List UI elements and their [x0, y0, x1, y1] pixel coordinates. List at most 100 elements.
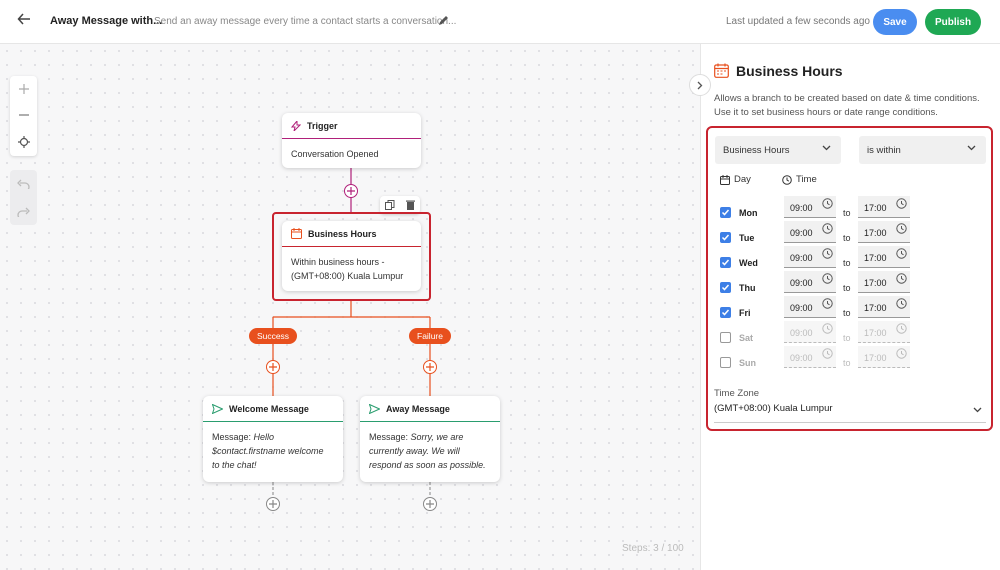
- clock-icon: [896, 348, 907, 359]
- checkmark-icon: [721, 259, 730, 266]
- chevron-down-icon: [822, 145, 831, 151]
- start-time-field[interactable]: 09:00: [784, 271, 836, 293]
- send-icon: [212, 403, 223, 414]
- start-time-field[interactable]: 09:00: [784, 196, 836, 218]
- back-arrow-icon[interactable]: [14, 12, 34, 32]
- zoom-in-icon[interactable]: [10, 76, 37, 102]
- trigger-node[interactable]: Trigger Conversation Opened: [282, 113, 421, 168]
- calendar-icon: [714, 63, 729, 81]
- start-time-field[interactable]: 09:00: [784, 296, 836, 318]
- away-message-node[interactable]: Away Message Message: Sorry, we are curr…: [360, 396, 500, 482]
- timezone-label: Time Zone: [714, 388, 760, 399]
- end-time-value: 17:00: [864, 203, 887, 213]
- zoom-out-icon[interactable]: [10, 102, 37, 128]
- end-time-value: 17:00: [864, 353, 887, 363]
- history-controls: [10, 170, 37, 225]
- day-checkbox[interactable]: [720, 307, 731, 318]
- timezone-select[interactable]: (GMT+08:00) Kuala Lumpur: [714, 403, 986, 423]
- day-checkbox[interactable]: [720, 232, 731, 243]
- day-checkbox[interactable]: [720, 332, 731, 343]
- day-label: Thu: [739, 283, 756, 293]
- time-column-header: Time: [782, 174, 817, 185]
- pencil-icon[interactable]: [438, 14, 452, 28]
- day-column-header: Day: [720, 174, 751, 185]
- day-checkbox[interactable]: [720, 357, 731, 368]
- end-time-field[interactable]: 17:00: [858, 196, 910, 218]
- chevron-down-icon: [973, 407, 982, 413]
- day-checkbox[interactable]: [720, 282, 731, 293]
- end-time-value: 17:00: [864, 278, 887, 288]
- trigger-body: Conversation Opened: [291, 149, 379, 159]
- node-toolbar: [380, 196, 420, 214]
- operator-value: is within: [867, 144, 901, 156]
- add-step-plus-icon[interactable]: [423, 360, 437, 374]
- end-time-field[interactable]: 17:00: [858, 271, 910, 293]
- steps-counter: Steps: 3 / 100: [622, 543, 684, 554]
- message-prefix: Message:: [369, 432, 411, 442]
- clock-icon: [896, 198, 907, 209]
- end-time-field[interactable]: 17:00: [858, 296, 910, 318]
- business-hours-node[interactable]: Business Hours Within business hours - (…: [282, 221, 421, 291]
- panel-description: Allows a branch to be created based on d…: [714, 93, 980, 118]
- end-time-field[interactable]: 17:00: [858, 346, 910, 368]
- end-time-field[interactable]: 17:00: [858, 221, 910, 243]
- away-body-line2: currently away. We will: [369, 446, 460, 456]
- checkmark-icon: [721, 309, 730, 316]
- add-step-plus-icon[interactable]: [266, 497, 280, 511]
- calendar-icon: [291, 228, 302, 239]
- condition-type-value: Business Hours: [723, 144, 790, 156]
- start-time-field[interactable]: 09:00: [784, 246, 836, 268]
- welcome-message-node[interactable]: Welcome Message Message: Hello $contact.…: [203, 396, 343, 482]
- clock-icon: [822, 248, 833, 259]
- start-time-field[interactable]: 09:00: [784, 346, 836, 368]
- start-time-field[interactable]: 09:00: [784, 321, 836, 343]
- flow-subtitle[interactable]: Send an away message every time a contac…: [154, 16, 457, 27]
- end-time-field[interactable]: 17:00: [858, 246, 910, 268]
- save-button[interactable]: Save: [873, 9, 917, 35]
- trigger-node-header: Trigger: [282, 113, 421, 139]
- add-step-plus-icon[interactable]: [266, 360, 280, 374]
- add-step-plus-icon[interactable]: [423, 497, 437, 511]
- day-checkbox[interactable]: [720, 257, 731, 268]
- end-time-value: 17:00: [864, 303, 887, 313]
- end-time-value: 17:00: [864, 253, 887, 263]
- recenter-icon[interactable]: [10, 129, 37, 155]
- operator-select[interactable]: is within: [859, 136, 986, 164]
- start-time-value: 09:00: [790, 353, 813, 363]
- zoom-controls: [10, 76, 37, 156]
- welcome-node-title: Welcome Message: [229, 403, 309, 414]
- failure-branch-label[interactable]: Failure: [409, 328, 451, 344]
- redo-icon[interactable]: [10, 198, 37, 225]
- business-hours-body-line1: Within business hours -: [291, 257, 385, 267]
- welcome-body-line3: to the chat!: [212, 460, 257, 470]
- condition-type-select[interactable]: Business Hours: [715, 136, 841, 164]
- away-body-line1: Sorry, we are: [410, 432, 464, 442]
- end-time-value: 17:00: [864, 228, 887, 238]
- trash-icon[interactable]: [402, 197, 418, 213]
- chevron-right-icon[interactable]: [689, 74, 711, 96]
- away-node-title: Away Message: [386, 403, 450, 414]
- clock-icon: [822, 323, 833, 334]
- clock-icon: [896, 298, 907, 309]
- clock-icon: [822, 273, 833, 284]
- send-icon: [369, 403, 380, 414]
- to-label: to: [843, 308, 851, 318]
- start-time-field[interactable]: 09:00: [784, 221, 836, 243]
- welcome-node-header: Welcome Message: [203, 396, 343, 422]
- business-hours-node-body: Within business hours - (GMT+08:00) Kual…: [282, 247, 421, 291]
- end-time-field[interactable]: 17:00: [858, 321, 910, 343]
- flow-title[interactable]: Away Message with...: [50, 15, 163, 27]
- copy-icon[interactable]: [382, 197, 398, 213]
- clock-icon: [896, 323, 907, 334]
- undo-icon[interactable]: [10, 170, 37, 197]
- add-step-plus-icon[interactable]: [344, 184, 358, 198]
- to-label: to: [843, 233, 851, 243]
- to-label: to: [843, 333, 851, 343]
- publish-button[interactable]: Publish: [925, 9, 981, 35]
- success-branch-label[interactable]: Success: [249, 328, 297, 344]
- day-checkbox[interactable]: [720, 207, 731, 218]
